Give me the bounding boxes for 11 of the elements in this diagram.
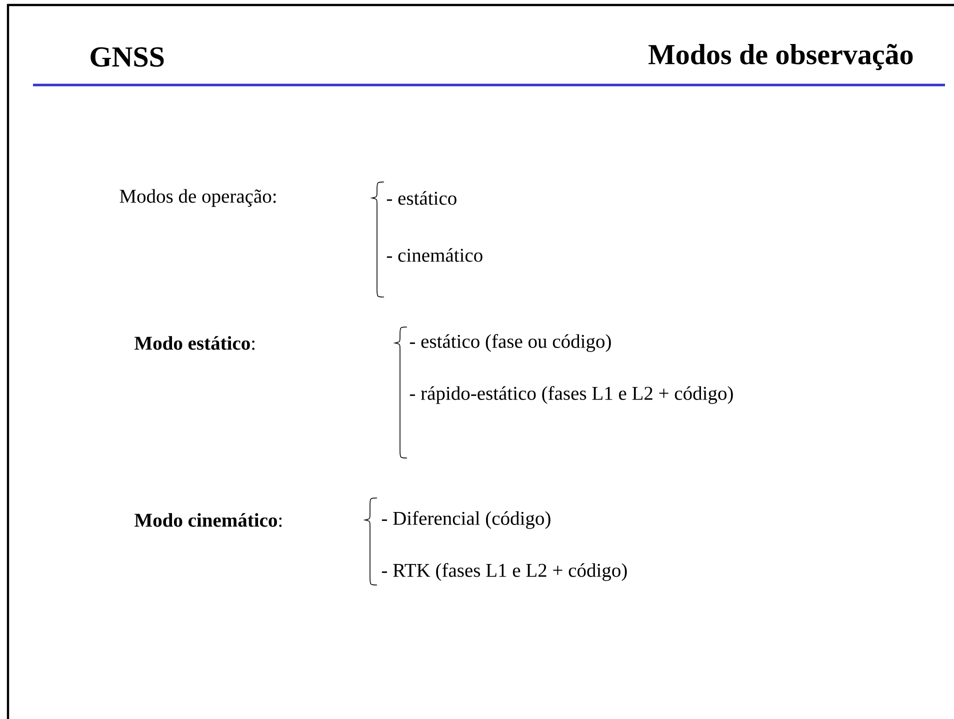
list-item: - rápido-estático (fases L1 e L2 + código) [410, 386, 733, 404]
list-item: - estático [386, 191, 456, 205]
slide-heading: GNSS [90, 47, 164, 67]
label-text: Modo cinemático: [134, 513, 282, 527]
list-item: - RTK (fases L1 e L2 + código) [382, 563, 627, 581]
list-item: - estático (fase ou código) [410, 334, 611, 352]
label-text: Modo estático: [134, 336, 254, 350]
list-item: - Diferencial (código) [382, 511, 550, 529]
slide-heading: Modos de observação [648, 44, 913, 70]
label-text: Modos de operação: [120, 189, 276, 207]
list-item: - cinemático [386, 248, 482, 262]
